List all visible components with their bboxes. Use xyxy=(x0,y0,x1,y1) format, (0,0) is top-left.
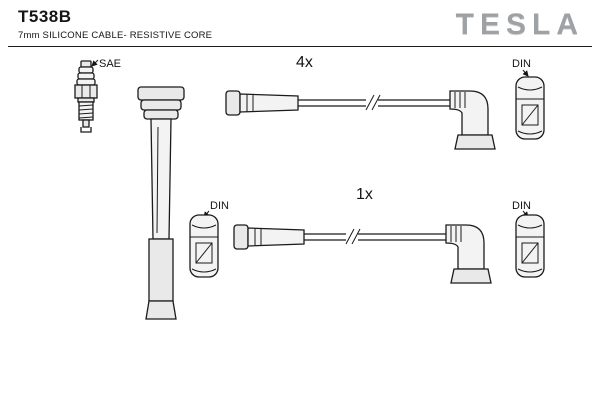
din-arrow-icon xyxy=(522,69,529,77)
cable-spec: 7mm SILICONE CABLE- RESISTIVE CORE xyxy=(18,30,213,41)
din-terminal-bottom-right: DIN xyxy=(512,200,545,278)
cable-line xyxy=(304,228,446,245)
sae-label-group: SAE xyxy=(91,58,121,70)
cable-line xyxy=(298,94,452,111)
elbow-boot-icon xyxy=(445,224,492,284)
sae-arrow-icon xyxy=(91,59,99,67)
part-number: T538B xyxy=(18,7,72,26)
din-terminal-bottom-left: DIN xyxy=(189,200,229,278)
straight-boot-icon xyxy=(233,224,305,250)
din-label-bottom-right: DIN xyxy=(512,200,531,212)
qty-4x-label: 4x xyxy=(296,54,313,71)
coil-boot-icon xyxy=(137,86,185,320)
diagram: SAE xyxy=(74,54,545,320)
top-cable-set: 4x xyxy=(225,54,496,150)
din-label-top-right: DIN xyxy=(512,58,531,70)
bottom-cable-set: 1x DIN xyxy=(189,186,545,284)
din-label-bottom-left: DIN xyxy=(210,200,229,212)
spark-plug-icon xyxy=(74,60,98,133)
brand-logo: TESLA xyxy=(455,8,584,41)
straight-boot-icon xyxy=(225,90,299,116)
sae-label: SAE xyxy=(99,58,121,70)
qty-1x-label: 1x xyxy=(356,186,373,203)
header-left: T538B 7mm SILICONE CABLE- RESISTIVE CORE xyxy=(18,7,213,42)
elbow-boot-icon xyxy=(449,90,496,150)
din-terminal-top-right: DIN xyxy=(512,58,545,140)
header: T538B 7mm SILICONE CABLE- RESISTIVE CORE… xyxy=(8,0,592,47)
